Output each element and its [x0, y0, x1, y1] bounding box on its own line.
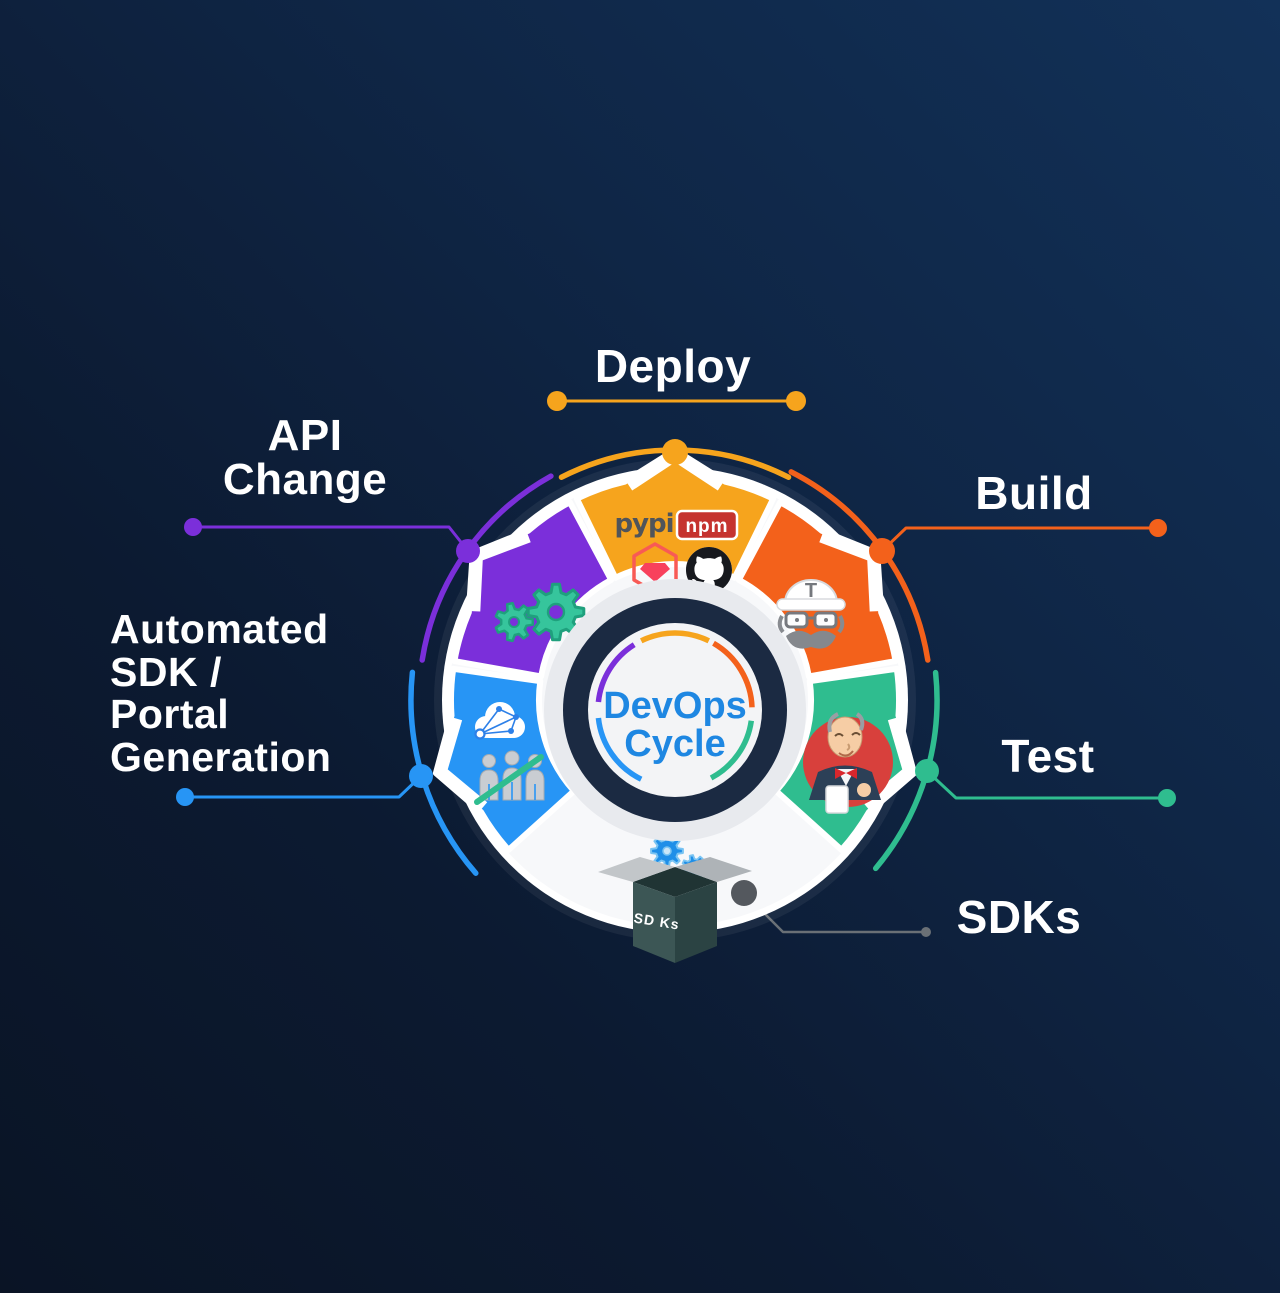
label-sdks: SDKs	[956, 891, 1082, 943]
dot-wheel-portal	[409, 764, 433, 788]
inner-arc-test	[709, 720, 755, 781]
inner-arc-portal	[595, 717, 643, 782]
github-octocat-icon	[686, 547, 732, 592]
dot-line-sdks	[921, 927, 931, 937]
jenkins-mascot	[803, 712, 893, 814]
connector-build	[880, 526, 1158, 553]
sdk-box-text: SD Ks	[633, 910, 681, 933]
segment-arrow-api_change	[471, 533, 531, 612]
label-api-change: API Change	[223, 414, 387, 502]
cloud-network-node	[474, 728, 486, 740]
sdk-box-flap-left	[598, 857, 675, 882]
label-portal-line2: SDK /	[110, 648, 222, 695]
connector-api-change	[193, 525, 470, 552]
segment-arrow-portal	[437, 717, 488, 810]
label-api-change-line2: Change	[222, 455, 388, 504]
label-test: Test	[1001, 730, 1095, 782]
rubygems-gem	[640, 563, 670, 582]
label-portal-line1: Automated	[110, 606, 329, 652]
dot-wheel-sdks	[731, 880, 757, 906]
dot-wheel-test	[915, 759, 939, 783]
travis-helmet	[783, 579, 839, 604]
travis-ci-mascot: T	[776, 579, 846, 649]
dot-line-test	[1158, 789, 1176, 807]
cloud-network-icon	[474, 702, 525, 740]
npm-logo-box	[675, 509, 739, 541]
inner-arc-deploy	[639, 630, 711, 644]
label-portal-generation: Automated SDK / Portal Generation	[110, 608, 331, 778]
label-deploy: Deploy	[594, 340, 752, 392]
center-title-line2: Cycle	[624, 723, 725, 765]
dot-wheel-deploy	[662, 439, 688, 465]
label-portal-line3: Portal	[110, 691, 230, 737]
travis-t-letter: T	[805, 580, 817, 602]
pypi-logo-text: pypi	[614, 509, 673, 539]
label-api-change-line1: API	[267, 411, 343, 460]
npm-logo-text: npm	[685, 516, 728, 537]
dot-wheel-api-change	[456, 539, 480, 563]
dot-line-deploy-right	[786, 391, 806, 411]
sdk-box-flap-right	[675, 857, 752, 882]
sdk-box-side	[675, 882, 717, 963]
wheel-icons: pypi npm	[474, 509, 893, 963]
travis-helmet-brim	[776, 598, 846, 611]
jenkins-cup	[825, 785, 849, 814]
center-face	[588, 623, 762, 797]
dot-line-deploy-left	[547, 391, 567, 411]
center-title-line1: DevOps	[603, 685, 747, 727]
jenkins-bowtie	[835, 768, 857, 779]
pypi-logo: pypi	[614, 509, 674, 539]
connector-test	[925, 769, 1167, 800]
gear-hole	[508, 616, 520, 628]
sdk-box-icon: SD Ks	[598, 857, 752, 963]
gears-icon	[494, 582, 586, 643]
npm-logo: npm	[675, 509, 739, 541]
inner-arc-build	[712, 640, 755, 708]
travis-mustache	[786, 630, 836, 649]
dot-line-api-change	[184, 518, 202, 536]
segment-arrow-test	[862, 717, 913, 810]
gear-hole	[546, 602, 566, 622]
label-portal-line4: Generation	[110, 733, 332, 780]
dot-line-build	[1149, 519, 1167, 537]
sdk-box-front	[633, 882, 675, 963]
slash-line	[474, 754, 544, 805]
label-build: Build	[975, 467, 1093, 519]
jenkins-head	[827, 716, 863, 758]
gear-hole	[662, 846, 672, 856]
dot-line-portal	[176, 788, 194, 806]
team-slash-icon	[474, 750, 545, 805]
segment-api_change	[451, 499, 615, 680]
dot-wheel-build	[869, 538, 895, 564]
inner-arc-api_change	[595, 642, 636, 703]
